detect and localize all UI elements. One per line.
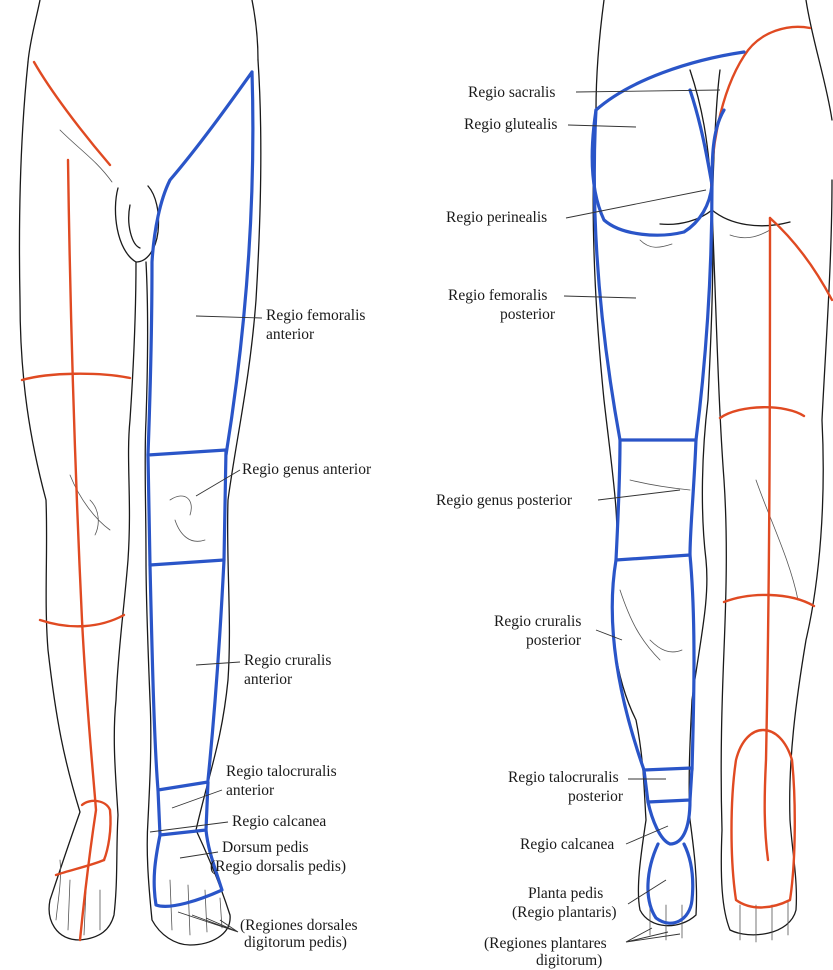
- label-talocruralis-posterior: Regio talocruralis posterior: [508, 769, 624, 805]
- label-femoralis-anterior: Regio femoralis anterior: [266, 307, 369, 343]
- anterior-view: Regio femoralis anterior Regio genus ant…: [19, 0, 371, 951]
- posterior-blue-femoral-border: [594, 110, 712, 440]
- posterior-labels: Regio sacralis Regio glutealis Regio per…: [436, 84, 720, 969]
- posterior-red-heel-loop: [732, 730, 795, 908]
- anterior-red-thigh-band: [22, 374, 130, 380]
- label-genus-posterior: Regio genus posterior: [436, 492, 573, 509]
- label-sacralis: Regio sacralis: [468, 84, 555, 101]
- anterior-blue-knee-box: [148, 450, 226, 565]
- anterior-torso-outline: [28, 0, 258, 62]
- label-calcanea-posterior: Regio calcanea: [520, 836, 614, 853]
- anterior-red-midline: [68, 160, 96, 940]
- label-planta-pedis: Planta pedis (Regio plantaris): [512, 885, 617, 921]
- posterior-gluteal-outline: [660, 70, 790, 226]
- anterior-blue-femoral-border: [148, 72, 253, 455]
- posterior-red-lateral-curve: [770, 218, 832, 300]
- posterior-red-midline: [765, 218, 770, 860]
- posterior-view: Regio sacralis Regio glutealis Regio per…: [436, 0, 832, 969]
- label-glutealis: Regio glutealis: [464, 116, 557, 133]
- anterior-red-inguinal-line: [34, 62, 110, 165]
- label-cruralis-anterior: Regio cruralis anterior: [244, 652, 335, 688]
- label-plantares-digitorum: (Regiones plantares digitorum): [484, 935, 611, 969]
- label-calcanea-anterior: Regio calcanea: [232, 813, 326, 830]
- posterior-blue-talocrural-box: [644, 768, 692, 802]
- label-cruralis-posterior: Regio cruralis posterior: [494, 613, 585, 649]
- posterior-red-thigh-band: [720, 407, 804, 418]
- anterior-blue-talocrural-box: [158, 782, 208, 835]
- posterior-blue-heel-plantar: [648, 800, 693, 923]
- anterior-labels: Regio femoralis anterior Regio genus ant…: [150, 307, 372, 951]
- label-dorsum-pedis: Dorsum pedis (Regio dorsalis pedis): [210, 839, 346, 875]
- label-talocruralis-anterior: Regio talocruralis anterior: [226, 763, 341, 799]
- label-genus-anterior: Regio genus anterior: [242, 461, 372, 478]
- posterior-torso-outline: [596, 0, 832, 120]
- label-perinealis: Regio perinealis: [446, 209, 547, 226]
- posterior-blue-sacral-gluteal: [592, 52, 744, 235]
- anterior-detail-lines: [56, 130, 222, 935]
- label-femoralis-posterior: Regio femoralis posterior: [448, 287, 556, 323]
- anterior-blue-crural-border: [150, 560, 224, 790]
- posterior-blue-crural-border: [612, 555, 694, 770]
- posterior-left-leg-outline: [712, 180, 832, 935]
- label-dorsales-digitorum: (Regiones dorsales digitorum pedis): [240, 917, 361, 951]
- posterior-blue-knee-box: [616, 440, 696, 560]
